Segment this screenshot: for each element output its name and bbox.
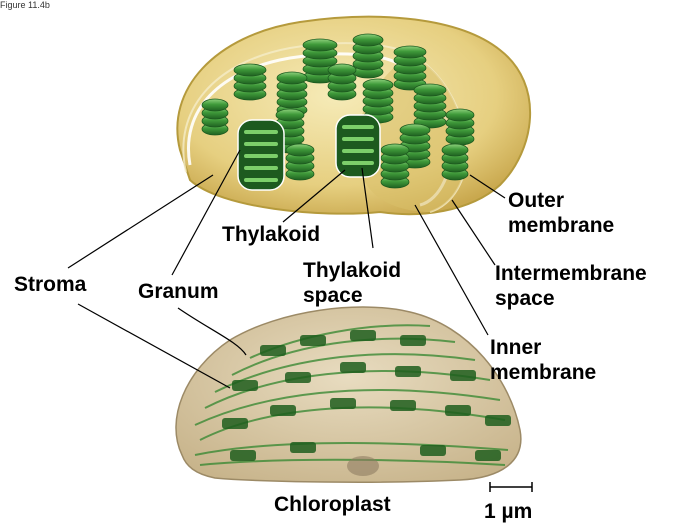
granum-stack bbox=[381, 144, 409, 188]
micrograph-granum bbox=[232, 380, 258, 391]
thylakoid-disk bbox=[400, 124, 430, 136]
granum-stack bbox=[353, 34, 383, 78]
label-thylakoid-space: Thylakoid space bbox=[303, 258, 401, 308]
micrograph-granum bbox=[400, 335, 426, 346]
thylakoid-disk bbox=[303, 39, 337, 51]
label-thylakoid-space-line1: Thylakoid bbox=[303, 258, 401, 283]
granum-stack bbox=[286, 144, 314, 180]
micrograph-granum bbox=[475, 450, 501, 461]
micrograph-granum bbox=[330, 398, 356, 409]
granum-stack bbox=[234, 64, 266, 100]
label-scale-bar: 1 µm bbox=[484, 499, 532, 524]
chloroplast-micrograph bbox=[176, 307, 521, 482]
micrograph-granum bbox=[350, 330, 376, 341]
label-outer-membrane-line1: Outer bbox=[508, 188, 614, 213]
micrograph-granum bbox=[340, 362, 366, 373]
thylakoid-disk bbox=[276, 109, 304, 121]
thylakoid-disk bbox=[202, 99, 228, 111]
thylakoid-disk bbox=[381, 144, 409, 156]
micrograph-granum bbox=[290, 442, 316, 453]
label-intermembrane-space: Intermembrane space bbox=[495, 261, 647, 311]
label-outer-membrane: Outer membrane bbox=[508, 188, 614, 238]
granum-stack bbox=[446, 109, 474, 145]
label-stroma: Stroma bbox=[14, 272, 86, 297]
label-inner-membrane-line1: Inner bbox=[490, 335, 596, 360]
micrograph-granum bbox=[222, 418, 248, 429]
thylakoid-disk bbox=[363, 79, 393, 91]
micrograph-granum bbox=[230, 450, 256, 461]
granum-cross-section-right bbox=[336, 115, 380, 177]
micrograph-body bbox=[176, 307, 521, 482]
scale-bar bbox=[490, 482, 532, 492]
label-chloroplast: Chloroplast bbox=[274, 492, 391, 517]
micrograph-granum bbox=[445, 405, 471, 416]
micrograph-granum bbox=[260, 345, 286, 356]
micrograph-granum bbox=[485, 415, 511, 426]
thylakoid-disk bbox=[328, 64, 356, 76]
label-inner-membrane-line2: membrane bbox=[490, 360, 596, 385]
micrograph-granum bbox=[450, 370, 476, 381]
thylakoid-disk bbox=[442, 144, 468, 156]
granum-stack bbox=[414, 84, 446, 128]
label-inner-membrane: Inner membrane bbox=[490, 335, 596, 385]
label-thylakoid: Thylakoid bbox=[222, 222, 320, 247]
starch-granule bbox=[347, 456, 379, 476]
thylakoid-disk bbox=[394, 46, 426, 58]
label-intermembrane-line2: space bbox=[495, 286, 647, 311]
thylakoid-disk bbox=[446, 109, 474, 121]
granum-stack bbox=[442, 144, 468, 180]
label-granum: Granum bbox=[138, 279, 219, 304]
thylakoid-disk bbox=[414, 84, 446, 96]
micrograph-granum bbox=[395, 366, 421, 377]
label-outer-membrane-line2: membrane bbox=[508, 213, 614, 238]
micrograph-granum bbox=[390, 400, 416, 411]
granum-stack bbox=[394, 46, 426, 90]
leader-stroma-top bbox=[68, 175, 213, 268]
thylakoid-disk bbox=[353, 34, 383, 46]
label-intermembrane-line1: Intermembrane bbox=[495, 261, 647, 286]
chloroplast-3d-drawing bbox=[177, 17, 530, 214]
granum-cross-section-left bbox=[238, 120, 284, 190]
leader-stroma-bottom bbox=[78, 304, 230, 388]
micrograph-granum bbox=[270, 405, 296, 416]
granum-stack bbox=[202, 99, 228, 135]
granum-stack bbox=[328, 64, 356, 100]
micrograph-granum bbox=[300, 335, 326, 346]
micrograph-granum bbox=[285, 372, 311, 383]
leader-inner-membrane bbox=[415, 205, 488, 335]
thylakoid-disk bbox=[277, 72, 307, 84]
leader-intermembrane bbox=[452, 200, 495, 265]
thylakoid-disk bbox=[286, 144, 314, 156]
micrograph-granum bbox=[420, 445, 446, 456]
label-thylakoid-space-line2: space bbox=[303, 283, 401, 308]
thylakoid-disk bbox=[234, 64, 266, 76]
